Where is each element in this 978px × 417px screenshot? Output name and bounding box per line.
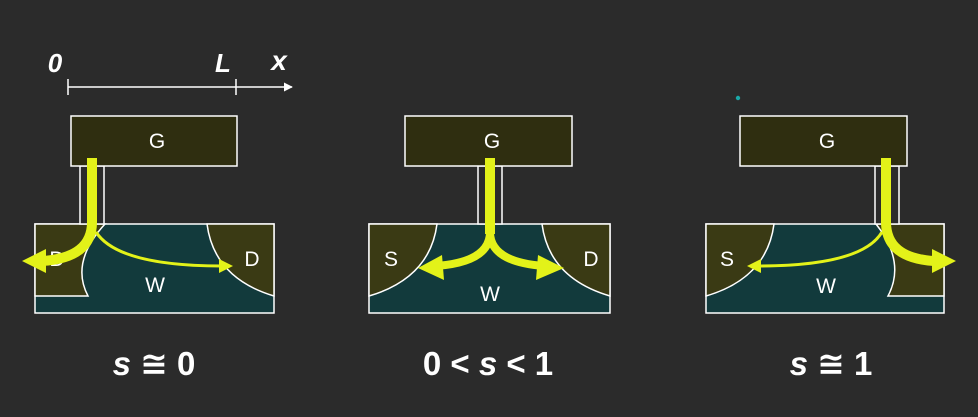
drain-contact <box>541 223 611 298</box>
current-arrow-to-drain <box>881 158 935 266</box>
current-arrow-to-drain <box>486 231 545 270</box>
axis-origin-label: 0 <box>48 48 63 78</box>
well-label: W <box>145 274 165 297</box>
current-arrowhead-drain <box>219 259 233 273</box>
axis-length-label: L <box>215 48 231 78</box>
current-arrow-to-source <box>41 158 97 266</box>
panel-caption: s ≅ 0 <box>113 345 196 382</box>
gate-label: G <box>484 130 500 153</box>
drain-contact <box>206 223 275 298</box>
current-arrowhead-source <box>747 259 761 273</box>
drain-label: D <box>244 248 259 271</box>
current-arrowhead-drain <box>536 255 564 280</box>
panel-s-between-0-1: G S D W 0 < s < 1 <box>368 115 611 382</box>
current-arrowhead-source <box>22 249 46 273</box>
panel-s-approx-1: G S W s ≅ 1 <box>705 115 956 382</box>
well-label: W <box>816 275 836 298</box>
source-label: S <box>720 248 734 271</box>
stray-dot <box>735 95 741 101</box>
gate-block <box>404 115 573 167</box>
drain-label: D <box>583 248 598 271</box>
panel-caption: s ≅ 1 <box>790 345 873 382</box>
gate-block <box>739 115 908 167</box>
current-arrowhead-drain <box>932 249 956 273</box>
well-label: W <box>480 283 500 306</box>
gate-label: G <box>819 130 835 153</box>
current-arrow-to-drain <box>94 231 223 268</box>
panel-s-approx-0: G D D W s ≅ 0 <box>22 115 275 382</box>
gate-block <box>70 115 238 167</box>
axis-x-label: x <box>269 45 288 76</box>
current-arrow-to-source <box>757 231 884 268</box>
panel-caption: 0 < s < 1 <box>423 345 553 382</box>
position-axis: 0 L x <box>48 45 293 95</box>
source-contact <box>368 223 438 298</box>
source-label: S <box>384 248 398 271</box>
current-arrowhead-source <box>418 255 444 280</box>
gate-label: G <box>149 130 165 153</box>
